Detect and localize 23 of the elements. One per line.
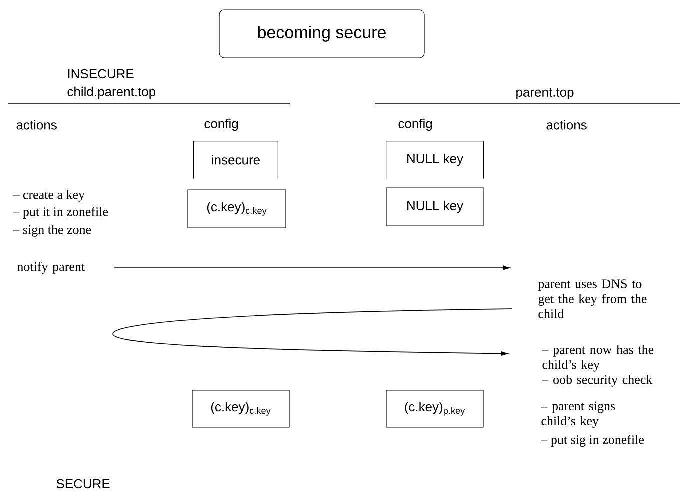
action-text: – put sig in zonefile — [541, 435, 644, 447]
zone-label: parent.top — [516, 88, 574, 100]
key-box: (c.key)$_{c.key}$ — [188, 190, 286, 228]
config-box: insecure — [194, 141, 278, 179]
action-text: – put it in zonefile — [13, 207, 108, 219]
action-text: – sign the zone — [13, 225, 92, 237]
zone-label: child.parent.top — [68, 86, 156, 100]
step-text: parent uses DNS to get the key from the child — [538, 280, 647, 318]
title-box: becoming secure — [219, 10, 425, 58]
action-text: – parent signs child’s key — [541, 402, 616, 428]
step-text: notify parent — [18, 262, 85, 274]
state-label: SECURE — [56, 479, 110, 489]
key-box: (c.key)$_{p.key}$ — [386, 390, 484, 428]
key-box: NULL key — [386, 188, 484, 226]
step-text: – parent now has the child’s key – oob security check — [542, 345, 654, 387]
arrow — [114, 266, 510, 270]
key-box: (c.key)$_{c.key}$ — [192, 390, 290, 428]
column-heading: actions — [16, 120, 57, 130]
column-heading: actions — [546, 120, 587, 130]
zone-label: INSECURE — [68, 69, 134, 79]
action-text: – create a key — [13, 190, 85, 202]
config-box: NULL key — [386, 141, 484, 179]
arrow — [112, 308, 512, 356]
